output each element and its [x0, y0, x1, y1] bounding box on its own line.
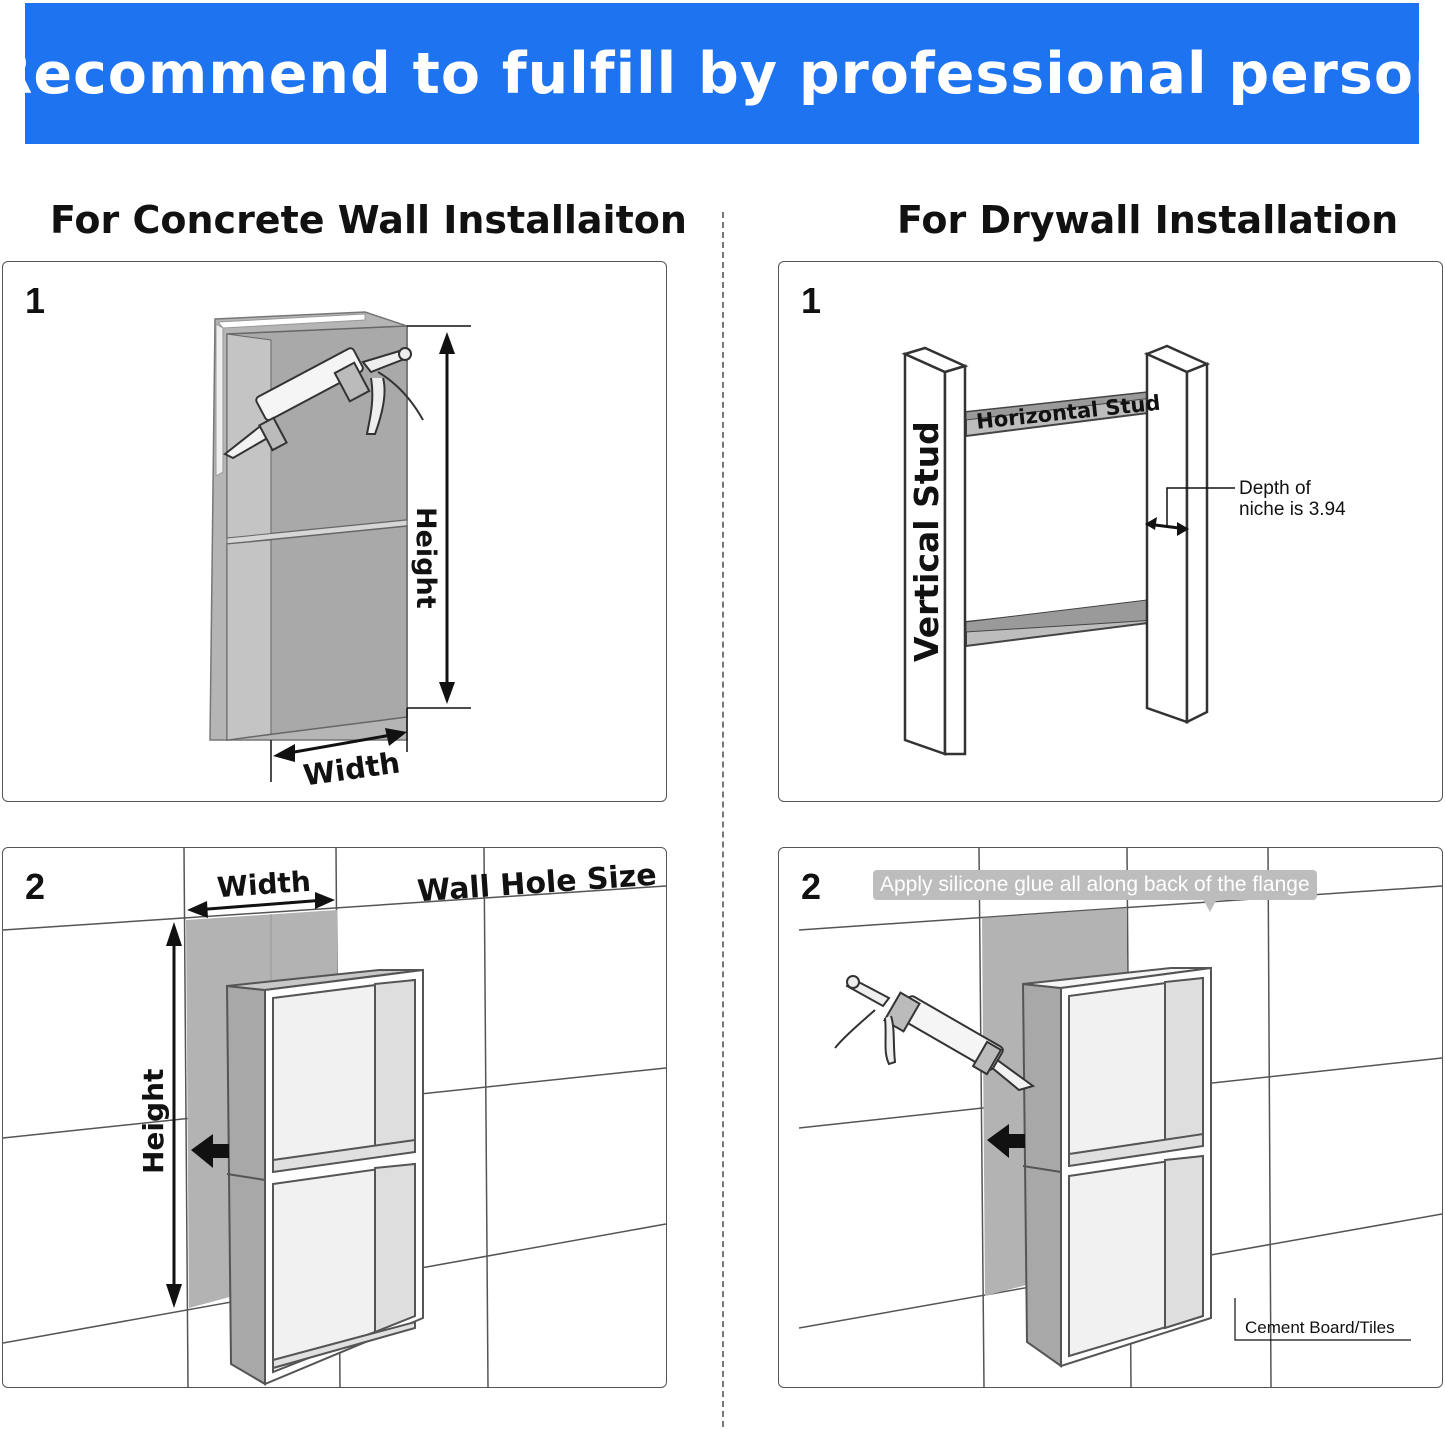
concrete-column-title: For Concrete Wall Installaiton: [50, 198, 687, 242]
concrete-step1-illustration: [209, 311, 471, 782]
silicone-callout: Apply silicone glue all along back of th…: [873, 870, 1317, 912]
width-label: Width: [215, 864, 312, 905]
flange-edge: [216, 313, 366, 329]
concrete-step2-illustration: [3, 848, 666, 1387]
drywall-step1-panel: 1 Vertical Stud Horizontal Stud Depth of…: [778, 261, 1443, 802]
drywall-step1-illustration: [901, 344, 1235, 756]
height-label: Height: [410, 507, 441, 609]
cement-board-label: Cement Board/Tiles: [1245, 1318, 1395, 1337]
concrete-step1-panel: 1 Height Width: [2, 261, 667, 802]
depth-label-line1: Depth of: [1239, 478, 1311, 499]
niche-box: [225, 968, 424, 1386]
insert-arrow-icon: [987, 1124, 1025, 1158]
step-number: 2: [801, 866, 822, 907]
banner-title: Recommend to fulfill by professional per…: [0, 40, 1445, 107]
caulk-gun-icon: [223, 347, 424, 460]
vertical-stud-label: Vertical Stud: [907, 421, 946, 662]
drywall-step2-illustration: [798, 848, 1442, 1387]
drywall-column-title: For Drywall Installation: [897, 198, 1399, 242]
header-banner: Recommend to fulfill by professional per…: [0, 3, 1445, 144]
step-number: 1: [25, 280, 46, 321]
column-divider: [722, 212, 724, 1427]
step-number: 1: [801, 280, 822, 321]
drywall-step2-panel: 2 Apply silicone glue all along back of …: [778, 847, 1443, 1388]
caulk-gun-icon: [834, 975, 1036, 1092]
depth-label: Depth of niche is 3.94: [1239, 478, 1346, 520]
depth-label-line2: niche is 3.94: [1239, 499, 1346, 520]
height-label: Height: [137, 1068, 170, 1174]
insert-arrow-icon: [191, 1134, 229, 1168]
step-number: 2: [25, 866, 46, 907]
concrete-step2-panel: 2 Width Wall Hole Size Height: [2, 847, 667, 1388]
niche-box: [1021, 966, 1212, 1368]
